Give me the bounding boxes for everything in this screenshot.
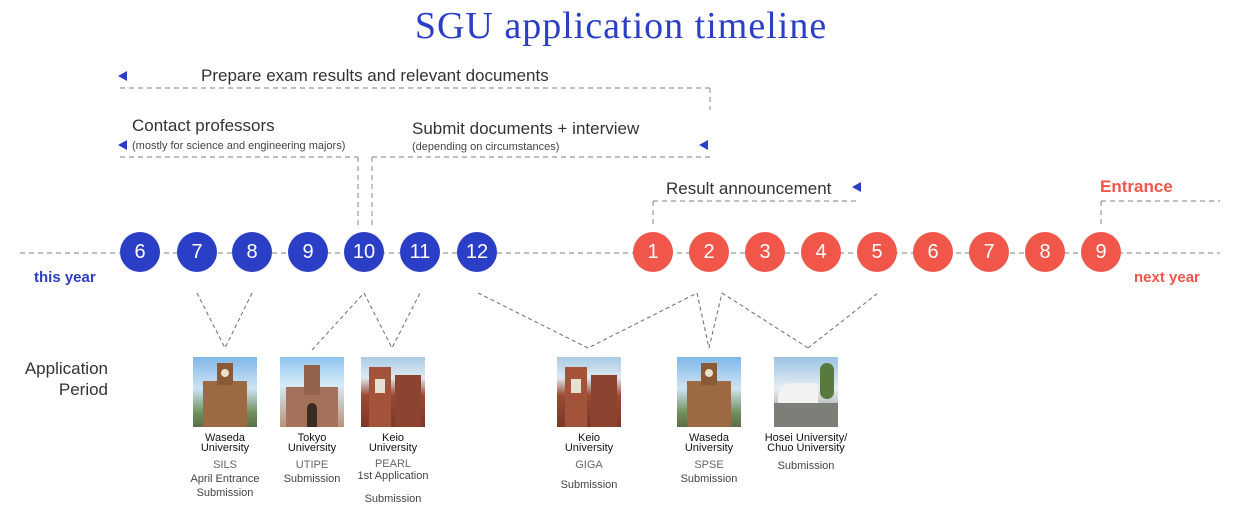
yasuda-auditorium-photo [280,357,344,427]
entrance-label: Entrance [1100,177,1173,196]
next-year-label: next year [1134,269,1200,286]
university-name: University [564,442,614,454]
university-name: Tokyo [297,432,327,444]
period-connectors [196,292,879,351]
connector-hosei-chuo-left [721,292,809,349]
prepare-label: Prepare exam results and relevant docume… [201,66,549,85]
university-name: Keio [577,432,601,444]
result-arrow-icon [852,182,861,192]
month-next-year: 7 [969,232,1009,272]
month-this-year: 12 [457,232,497,272]
month-this-year: 6 [120,232,160,272]
program-name: PEARL [374,458,412,470]
month-this-year: 10 [344,232,384,272]
university-name: Hosei University/ [764,432,848,444]
month-this-year: 8 [232,232,272,272]
university-card: Waseda University SPSE Submission [659,357,759,486]
university-name: University [368,442,418,454]
connector-waseda-spse [696,292,723,349]
period-line2: Period [58,380,108,399]
program-name: SILS [213,459,237,471]
month-this-year: 7 [177,232,217,272]
program-note: April Entrance [190,473,260,485]
page-title: SGU application timeline [414,5,828,47]
month-next-year: 2 [689,232,729,272]
connector-waseda-sils [196,292,253,350]
brick-library-photo [361,357,425,427]
connector-keio-giga [477,292,698,349]
university-name: Waseda [689,432,729,444]
program-note: Submission [364,493,422,505]
program-name: SPSE [694,459,724,471]
contact-label: Contact professors [132,116,275,135]
result-label: Result announcement [666,179,832,198]
month-next-year: 1 [633,232,673,272]
university-card: Waseda University SILS April Entrance Su… [175,357,275,500]
connector-hosei-chuo-right [807,292,879,349]
program-name: GIGA [575,459,603,471]
connector-keio-pearl [363,292,421,350]
submit-label: Submit documents + interview [412,119,640,138]
submit-note: (depending on circumstances) [412,141,560,153]
brick-library-photo [557,357,621,427]
university-card: Keio University PEARL 1st Application Su… [343,357,443,506]
month-this-year: 11 [400,232,440,272]
contact-note: (mostly for science and engineering majo… [132,140,346,152]
university-card: Hosei University/ Chuo University Submis… [756,357,856,473]
month-next-year: 4 [801,232,841,272]
connector-tokyo-utipe [311,292,365,351]
clock-tower-photo [677,357,741,427]
program-note: Submission [777,460,835,472]
university-name: Waseda [205,432,245,444]
month-next-year: 8 [1025,232,1065,272]
university-card: Tokyo University UTIPE Submission [262,357,362,486]
this-year-label: this year [34,269,96,286]
university-name: University [684,442,734,454]
program-note: Submission [560,479,618,491]
program-name: UTIPE [295,459,329,471]
clock-tower-photo [193,357,257,427]
month-next-year: 6 [913,232,953,272]
month-next-year: 5 [857,232,897,272]
application-period-label: Application Period [8,358,108,400]
month-this-year: 9 [288,232,328,272]
university-name: University [287,442,337,454]
month-next-year: 3 [745,232,785,272]
program-note: Submission [680,473,738,485]
period-line1: Application [24,359,108,378]
university-name: Chuo University [767,442,845,454]
university-card: Keio University GIGA Submission [539,357,639,492]
modern-campus-photo [774,357,838,427]
prepare-arrow-icon [118,71,127,81]
program-note: Submission [283,473,341,485]
program-note: 1st Application [357,470,429,482]
submit-arrow-icon [699,140,708,150]
university-name: University [200,442,250,454]
program-note: Submission [196,487,254,499]
contact-arrow-icon [118,140,127,150]
university-name: Keio [381,432,405,444]
month-next-year: 9 [1081,232,1121,272]
